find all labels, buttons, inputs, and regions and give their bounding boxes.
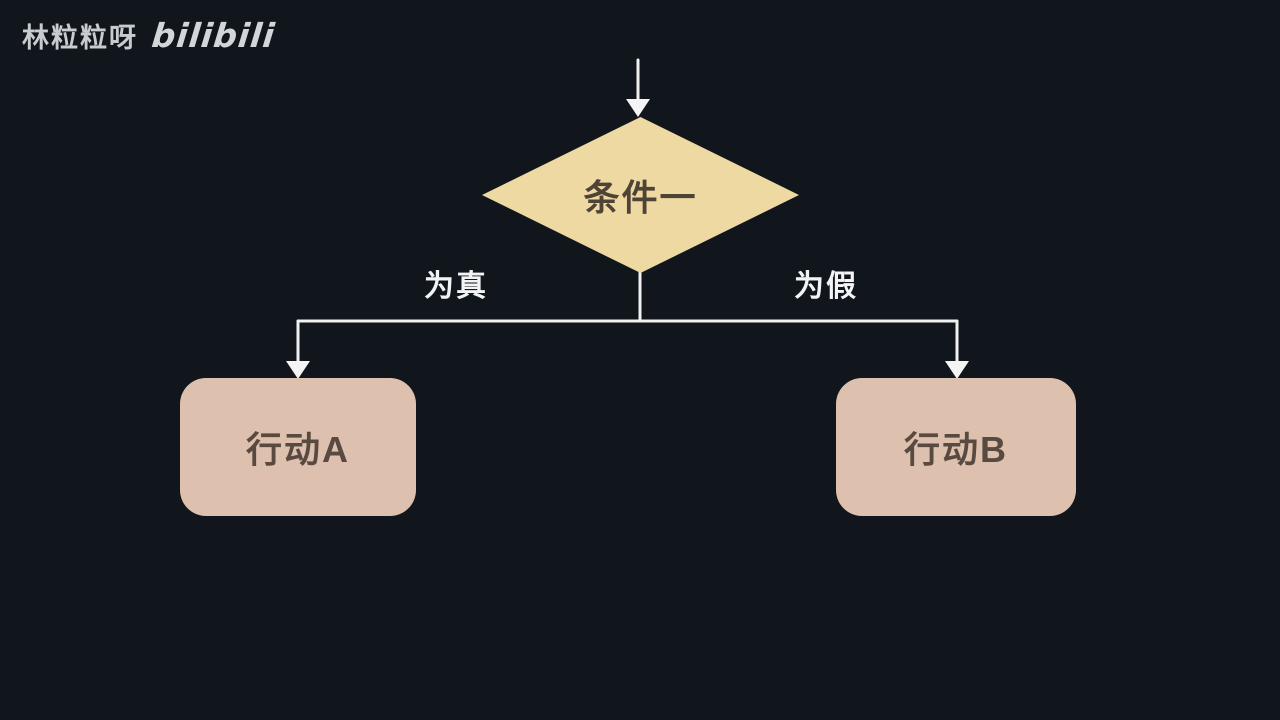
decision-label: 条件一 xyxy=(583,177,698,218)
action-a-label: 行动A xyxy=(246,429,350,470)
branch-label-true: 为真 xyxy=(424,270,488,303)
branch-label-false: 为假 xyxy=(794,270,858,303)
action-b-label: 行动B xyxy=(904,429,1008,470)
action-node-a: 行动A xyxy=(180,378,416,516)
bilibili-logo: bilibili xyxy=(149,16,278,55)
watermark-author-text: 林粒粒呀 xyxy=(22,23,138,53)
decision-node: 条件一 xyxy=(482,117,799,273)
true-branch-arrow-head xyxy=(286,361,310,379)
action-node-b: 行动B xyxy=(836,378,1076,516)
entry-arrow-head xyxy=(626,99,650,117)
false-branch-arrow-head xyxy=(945,361,969,379)
watermark: 林粒粒呀 bilibili xyxy=(22,16,278,55)
